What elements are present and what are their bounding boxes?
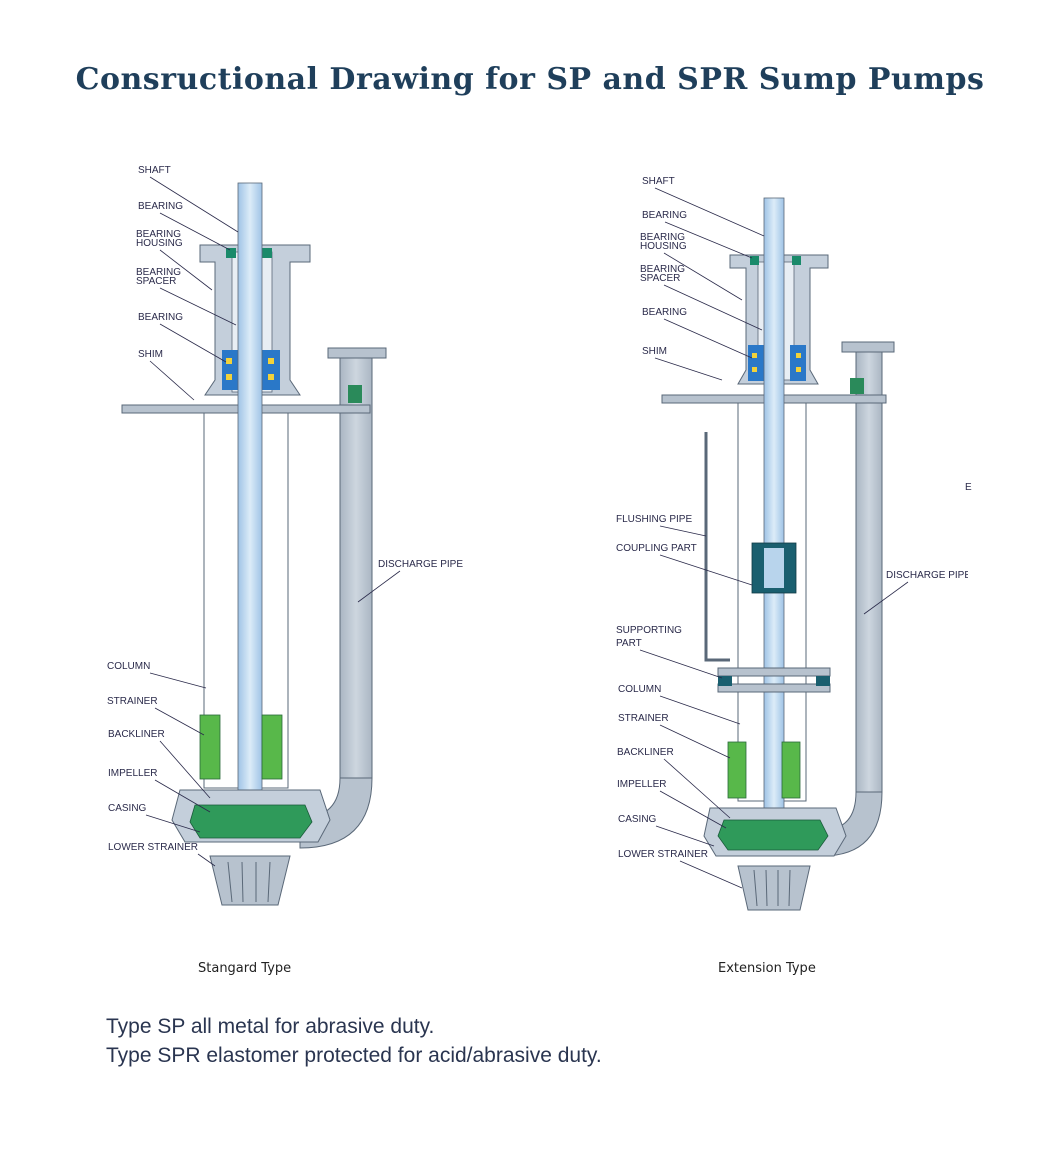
- caption-extension-type: Extension Type: [718, 961, 816, 976]
- label-bearing-spacer-1: BEARING: [136, 267, 181, 278]
- label-supporting-2: PART: [616, 638, 642, 649]
- label-strainer: STRAINER: [107, 696, 158, 707]
- label-impeller-r: IMPELLER: [617, 779, 666, 790]
- standard-type-pump: SHAFT BEARING BEARING HOUSING BEARING SP…: [107, 165, 463, 976]
- lower-strainer-left: [209, 855, 291, 906]
- strainer-right: [727, 741, 801, 799]
- label-bearing-top-r: BEARING: [642, 210, 687, 221]
- extension-type-pump: SHAFT BEARING BEARING HOUSING BEARING SP…: [616, 176, 972, 976]
- discharge-pipe-right: [821, 341, 895, 857]
- label-lower-strainer-r: LOWER STRAINER: [618, 849, 708, 860]
- caption-standard-type: Stangard Type: [198, 961, 291, 976]
- impeller-right: [717, 819, 829, 851]
- label-bearing-spacer-2-r: SPACER: [640, 273, 680, 284]
- strainer-left: [199, 714, 283, 780]
- label-backliner: BACKLINER: [108, 729, 165, 740]
- supporting-part: [717, 667, 831, 693]
- label-coupling-part: COUPLING PART: [616, 543, 697, 554]
- label-casing: CASING: [108, 803, 147, 814]
- label-bearing-bottom: BEARING: [138, 312, 183, 323]
- flushing-pipe: [704, 432, 730, 662]
- label-bearing-bottom-r: BEARING: [642, 307, 687, 318]
- label-bearing-housing-1-r: BEARING: [640, 232, 685, 243]
- label-edge-fragment: E: [965, 482, 972, 493]
- label-supporting-1: SUPPORTING: [616, 625, 682, 636]
- label-column-r: COLUMN: [618, 684, 661, 695]
- coupling-part: [751, 542, 797, 594]
- footer-line-2: Type SPR elastomer protected for acid/ab…: [106, 1044, 602, 1067]
- shaft-left: [237, 182, 263, 794]
- lower-strainer-right: [737, 865, 811, 911]
- label-bearing-housing-2: HOUSING: [136, 238, 183, 249]
- label-bearing-spacer-1-r: BEARING: [640, 264, 685, 275]
- page-title: Consructional Drawing for SP and SPR Sum…: [75, 62, 985, 97]
- impeller-left: [189, 804, 313, 839]
- label-impeller: IMPELLER: [108, 768, 157, 779]
- footer-notes: Type SP all metal for abrasive duty. Typ…: [106, 1012, 602, 1070]
- label-lower-strainer: LOWER STRAINER: [108, 842, 198, 853]
- label-shaft: SHAFT: [138, 165, 171, 176]
- label-shim-r: SHIM: [642, 346, 667, 357]
- label-bearing-housing-2-r: HOUSING: [640, 241, 687, 252]
- label-column: COLUMN: [107, 661, 150, 672]
- shaft-right: [763, 197, 785, 811]
- discharge-pipe-left: [299, 347, 387, 849]
- label-casing-r: CASING: [618, 814, 657, 825]
- label-shim: SHIM: [138, 349, 163, 360]
- label-backliner-r: BACKLINER: [617, 747, 674, 758]
- left-labels: SHAFT BEARING BEARING HOUSING BEARING SP…: [107, 165, 463, 867]
- label-discharge-pipe-r: DISCHARGE PIPE: [886, 570, 971, 581]
- label-strainer-r: STRAINER: [618, 713, 669, 724]
- label-flushing-pipe: FLUSHING PIPE: [616, 514, 692, 525]
- label-bearing-spacer-2: SPACER: [136, 276, 176, 287]
- footer-line-1: Type SP all metal for abrasive duty.: [106, 1015, 435, 1038]
- label-shaft-r: SHAFT: [642, 176, 675, 187]
- label-discharge-pipe: DISCHARGE PIPE: [378, 559, 463, 570]
- right-labels: SHAFT BEARING BEARING HOUSING BEARING SP…: [616, 176, 972, 889]
- label-bearing-housing-1: BEARING: [136, 229, 181, 240]
- label-bearing-top: BEARING: [138, 201, 183, 212]
